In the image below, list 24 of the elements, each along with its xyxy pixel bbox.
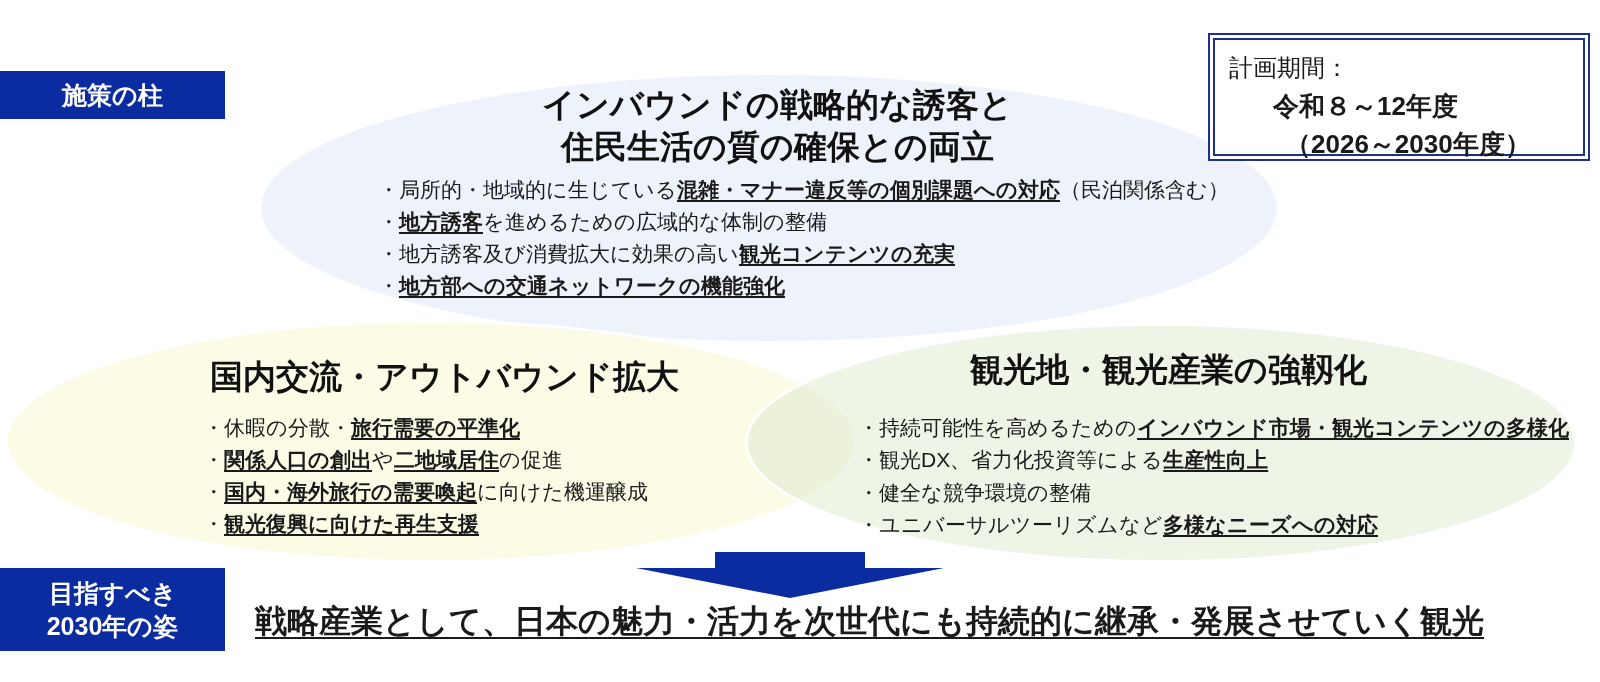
bullet-point: ・地方誘客を進めるための広域的な体制の整備 [378,209,827,235]
pillar-heading: インバウンドの戦略的な誘客と住民生活の質の確保との両立 [541,85,1015,167]
bullet-point: ・地方誘客及び消費拡大に効果の高い観光コンテンツの充実 [378,241,955,267]
period-text: 令和８～12年度 [1273,90,1458,122]
bullet-point: ・ユニバーサルツーリズムなど多様なニーズへの対応 [858,511,1378,539]
pillar-heading: 国内交流・アウトバウンド拡大 [210,357,679,397]
pillar-heading: 観光地・観光産業の強靱化 [970,350,1367,390]
bullet-point: ・国内・海外旅行の需要喚起に向けた機運醸成 [203,479,648,505]
bullet-point: ・休暇の分散・旅行需要の平準化 [203,415,520,441]
block-arrow [636,552,944,598]
goal-statement: 戦略産業として、日本の魅力・活力を次世代にも持続的に継承・発展させていく観光 [255,598,1485,644]
bullet-point: ・観光復興に向けた再生支援 [203,511,479,537]
section-tag: 目指すべき2030年の姿 [0,568,225,651]
section-tag: 施策の柱 [0,71,225,119]
bullet-point: ・持続可能性を高めるためのインバウンド市場・観光コンテンツの多様化 [858,415,1569,441]
bullet-point: ・局所的・地域的に生じている混雑・マナー違反等の個別課題への対応（民泊関係含む） [378,177,1229,203]
ellipse-panel [745,323,1577,563]
period-panel [1208,33,1590,161]
period-text: （2026～2030年度） [1285,128,1531,160]
bullet-point: ・観光DX、省力化投資等による生産性向上 [858,447,1269,474]
period-heading: 計画期間： [1229,53,1349,83]
bullet-point: ・関係人口の創出や二地域居住の促進 [203,447,563,473]
bullet-point: ・健全な競争環境の整備 [858,479,1091,506]
bullet-point: ・地方部への交通ネットワークの機能強化 [378,273,785,299]
